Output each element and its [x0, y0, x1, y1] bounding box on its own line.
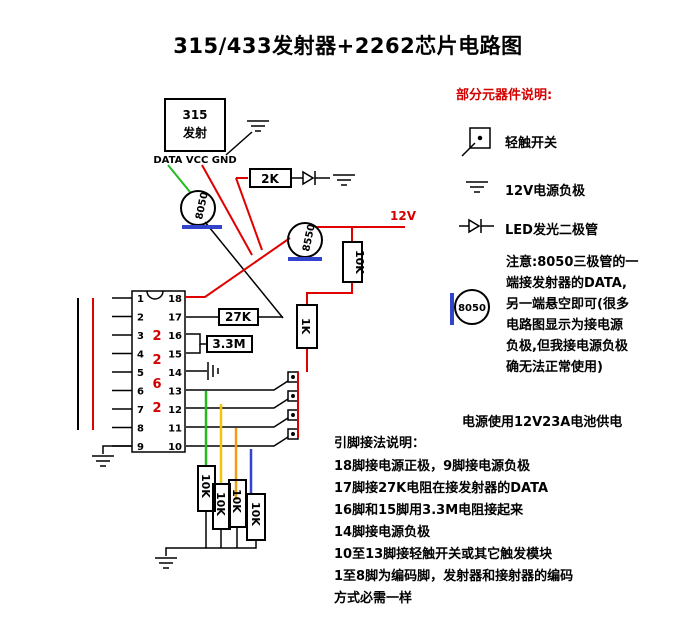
data-wire	[167, 164, 191, 193]
r33m-label: 3.3M	[212, 337, 245, 351]
2k-feed-wire	[235, 177, 263, 251]
ground-icon-legend	[466, 181, 488, 193]
note-line: 确无法正常使用)	[506, 360, 603, 375]
supply-12v-label: 12V	[390, 209, 417, 223]
chip-pin-right-label: 18	[168, 294, 182, 305]
note-line: 注意:8050三极管的一	[506, 255, 639, 270]
pnp-label: 8550	[301, 223, 318, 253]
r10k-c-label: 10K	[230, 489, 243, 513]
chip-pin-left-label: 4	[137, 350, 144, 361]
chip-pin-right-label: 15	[168, 350, 182, 361]
pin-notes: 18脚接电源正极，9脚接电源负极 17脚接27K电阻在接发射器的DATA 16脚…	[334, 456, 664, 610]
ground-icon-pulldown	[155, 557, 177, 569]
pin12-wire	[186, 398, 289, 409]
legend-led-label: LED发光二极管	[505, 223, 598, 238]
10k-1k-wire	[306, 282, 353, 305]
resistor-3-3m	[206, 335, 253, 353]
chip-pin-right-label: 10	[168, 442, 182, 453]
chip-pin-left-label: 3	[137, 331, 144, 342]
chip-notch	[146, 290, 164, 300]
r10k-top-label: 10K	[353, 250, 366, 274]
resistor-10k-top	[342, 241, 363, 283]
pin-note-line: 10至13脚接轻触开关或其它触发模块	[334, 547, 553, 562]
led-symbol	[302, 170, 316, 186]
chip-pin-left-label: 2	[137, 313, 144, 324]
chip-label-3: 6	[152, 377, 161, 392]
pin9-gnd-wire	[102, 445, 132, 454]
legend-npn-label: 8050	[458, 303, 486, 314]
transmitter-pins: DATA VCC GND	[153, 155, 236, 166]
note-block: 注意:8050三极管的一 端接发射器的DATA, 另一端悬空即可(很多 电路图显…	[506, 252, 646, 378]
pin-note-line: 18脚接电源正极，9脚接电源负极	[334, 459, 531, 474]
chip-pin-left-label: 6	[137, 387, 144, 398]
chip-pin-left-label: 7	[137, 405, 144, 416]
note-line: 负极,但我接电源负极	[506, 339, 628, 354]
legend-switch-label: 轻触开关	[505, 136, 558, 151]
pin-note-line: 方式必需一样	[334, 591, 413, 606]
chip-label-1: 2	[152, 329, 161, 344]
chip-pin-left-label: 9	[137, 442, 144, 453]
ground-bus-left	[165, 547, 206, 556]
r10k-d-label: 10K	[249, 502, 262, 526]
legend-switch-symbol	[469, 127, 491, 149]
chip-pin-right-label: 12	[168, 405, 182, 416]
resistor-1k	[296, 304, 318, 349]
note-line: 另一端悬空即可(很多	[506, 297, 629, 312]
note-line: 端接发射器的DATA,	[506, 276, 627, 291]
pin15-wire	[186, 344, 201, 354]
chip-pin-left-label: 8	[137, 424, 144, 435]
pin13-wire	[186, 380, 289, 391]
resistor-2k	[249, 168, 292, 188]
ground-icon-pin14	[207, 362, 219, 380]
chip-pin-left-label: 5	[137, 368, 144, 379]
transmitter-label-2: 发射	[182, 125, 207, 140]
chip-pin-right-label: 16	[168, 331, 182, 342]
ground-icon-led	[333, 174, 355, 186]
chip-pin-right-label: 13	[168, 387, 182, 398]
chip-pin-right-label: 11	[168, 424, 182, 435]
legend-led-symbol	[468, 218, 482, 234]
note-line: 电路图显示为接电源	[506, 318, 624, 333]
chip-pin-left-label: 1	[137, 294, 144, 305]
chip-pin-right-label: 14	[168, 368, 182, 379]
pulldown-ground-bus	[205, 511, 257, 549]
vcc-wire	[201, 164, 253, 256]
npn-label: 8050	[194, 191, 211, 221]
legend-transistor-8050	[454, 289, 490, 325]
chip-pin-right-label: 17	[168, 313, 182, 324]
page-title: 315/433发射器+2262芯片电路图	[173, 34, 523, 58]
r2k-label: 2K	[261, 172, 279, 186]
transmitter-gnd-wire	[225, 131, 253, 156]
pin-note-line: 1至8脚为编码脚，发射器和接射器的编码	[334, 569, 574, 584]
r1k-label: 1K	[299, 318, 312, 335]
pin16-wire	[186, 333, 207, 345]
pin11-wire	[186, 417, 289, 428]
transmitter-module	[164, 98, 226, 152]
transmitter-label-1: 315	[182, 108, 207, 122]
r10k-a-label: 10K	[199, 474, 212, 498]
pin-note-line: 17脚接27K电阻在接发射器的DATA	[334, 481, 549, 496]
pin-notes-title: 引脚接法说明：	[334, 436, 426, 451]
legend-title: 部分元器件说明:	[456, 88, 553, 103]
supply-note: 电源使用12V23A电池供电	[462, 415, 623, 430]
r10k-b-label: 10K	[214, 492, 227, 516]
resistor-27k	[218, 308, 259, 326]
legend-ground-label: 12V电源负极	[505, 184, 586, 199]
ground-icon-transmitter	[247, 120, 269, 132]
ground-icon-pin9	[92, 455, 114, 467]
chip-label-2: 2	[152, 353, 161, 368]
pin18-wire	[186, 237, 291, 298]
r27k-label: 27K	[225, 310, 252, 324]
pin-note-line: 16脚和15脚用3.3M电阻接起来	[334, 503, 524, 518]
chip-label-4: 2	[152, 401, 161, 416]
pin-note-line: 14脚接电源负极	[334, 525, 431, 540]
pin10-wire	[186, 436, 289, 447]
